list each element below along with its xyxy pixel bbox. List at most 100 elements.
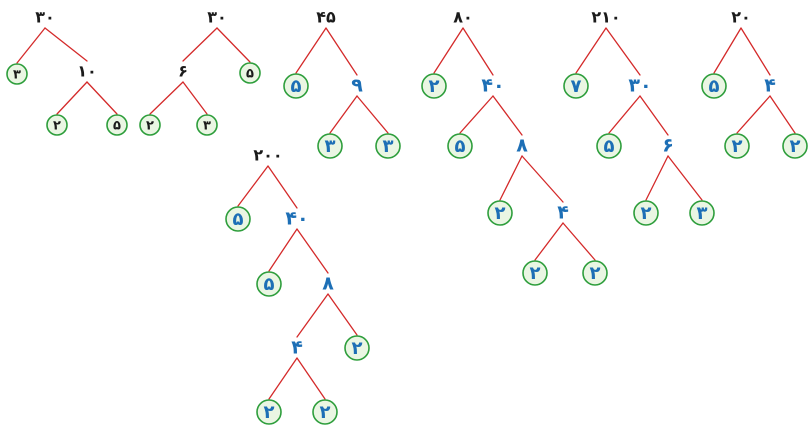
prime-factor-circle [782, 133, 808, 159]
prime-factor-circle [317, 133, 343, 159]
tree-edge [329, 95, 358, 134]
prime-factor-circle [375, 133, 401, 159]
tree-edge [713, 27, 742, 74]
tree-edge [296, 357, 326, 400]
prime-factor-label: ۷ [571, 76, 582, 97]
prime-factor-circle [421, 73, 447, 99]
tree-edge [44, 27, 88, 62]
tree-edge [327, 293, 358, 336]
tree-edge [296, 228, 329, 274]
tree-edge [268, 357, 298, 400]
prime-factor-circle [582, 260, 608, 286]
composite-factor-label: ۸ [322, 273, 334, 295]
prime-factor-circle [563, 73, 589, 99]
prime-factor-label: ۲ [352, 338, 363, 359]
prime-factor-circle [6, 63, 28, 85]
tree-edge [268, 228, 298, 272]
tree-root-number: ۲۱۰ [591, 8, 620, 27]
composite-factor-label: ۶ [178, 62, 188, 81]
tree-edge [769, 95, 796, 134]
prime-factor-circle [106, 114, 128, 136]
composite-factor-label: ۴۰ [481, 75, 504, 97]
prime-factor-circle [724, 133, 750, 159]
tree-edges [16, 27, 796, 400]
prime-factor-label: ۵ [233, 209, 244, 230]
tree-edge [216, 27, 251, 63]
tree-edge [295, 27, 327, 74]
tree-edge [182, 81, 208, 115]
prime-factor-label: ۲ [146, 119, 154, 134]
tree-edge [736, 95, 771, 134]
prime-factor-circle [447, 133, 473, 159]
prime-factor-label: ۲ [530, 263, 541, 284]
prime-factor-circle [633, 200, 659, 226]
prime-factor-circle [283, 73, 309, 99]
tree-root-number: ۳۰ [207, 8, 227, 27]
tree-root-number: ۴۵ [316, 8, 336, 27]
prime-factor-label: ۲ [320, 402, 331, 423]
prime-factor-label: ۳ [697, 203, 708, 224]
prime-factor-circle [139, 114, 161, 136]
prime-factor-circle [225, 206, 251, 232]
prime-factor-label: ۲ [590, 263, 601, 284]
prime-factor-circle [256, 399, 282, 425]
prime-factor-label: ۲ [495, 203, 506, 224]
tree-edge [740, 27, 771, 76]
tree-edge [296, 293, 329, 338]
prime-factor-label: ۳ [203, 119, 211, 134]
tree-edge [356, 95, 389, 134]
prime-factor-label: ۲ [264, 402, 275, 423]
tree-edge [645, 155, 669, 201]
tree-root-number: ۳۰ [35, 8, 55, 27]
prime-factor-label: ۵ [246, 67, 254, 82]
prime-factor-label: ۲ [641, 203, 652, 224]
prime-factor-label: ۳ [13, 68, 21, 83]
tree-edge [605, 27, 641, 76]
composite-factor-label: ۶ [662, 135, 674, 157]
tree-edge [459, 95, 494, 134]
composite-factor-label: ۱۰ [77, 62, 97, 81]
prime-factor-circle [689, 200, 715, 226]
prime-factor-circle [196, 114, 218, 136]
tree-edge [182, 27, 218, 62]
tree-edge [534, 222, 564, 261]
prime-factor-circle [312, 399, 338, 425]
tree-edge [86, 81, 118, 115]
prime-factor-label: ۲ [53, 119, 61, 134]
composite-factor-label: ۹ [351, 75, 363, 97]
prime-factor-circle [256, 271, 282, 297]
prime-factor-label: ۳ [325, 136, 336, 157]
tree-root-number: ۲۰ [731, 8, 751, 27]
tree-edge [562, 222, 596, 261]
tree-edge [521, 155, 564, 203]
prime-factor-label: ۲ [790, 136, 801, 157]
prime-factor-label: ۳ [383, 136, 394, 157]
prime-factor-circle [487, 200, 513, 226]
tree-edge [56, 81, 88, 115]
composite-factor-label: ۴ [764, 75, 776, 97]
composite-factor-label: ۴۰ [285, 208, 308, 230]
prime-factor-circle [701, 73, 727, 99]
tree-edge [267, 165, 298, 209]
tree-edge [325, 27, 358, 76]
prime-factor-circle [344, 335, 370, 361]
prime-factor-label: ۵ [291, 76, 302, 97]
composite-factor-label: ۳۰ [628, 75, 651, 97]
tree-edge [499, 155, 523, 201]
composite-factor-label: ۴ [291, 337, 303, 359]
prime-factor-label: ۵ [709, 76, 720, 97]
tree-edge [149, 81, 184, 115]
prime-factor-circle [46, 114, 68, 136]
tree-root-number: ۲۰۰ [253, 146, 282, 165]
tree-edge [237, 165, 269, 207]
tree-edge [575, 27, 607, 74]
prime-factor-circle [596, 133, 622, 159]
tree-edge [492, 95, 523, 136]
prime-factor-circle [239, 62, 261, 84]
prime-factor-label: ۲ [429, 76, 440, 97]
prime-factor-circle [522, 260, 548, 286]
tree-edge [639, 95, 669, 136]
prime-factor-label: ۵ [455, 136, 466, 157]
